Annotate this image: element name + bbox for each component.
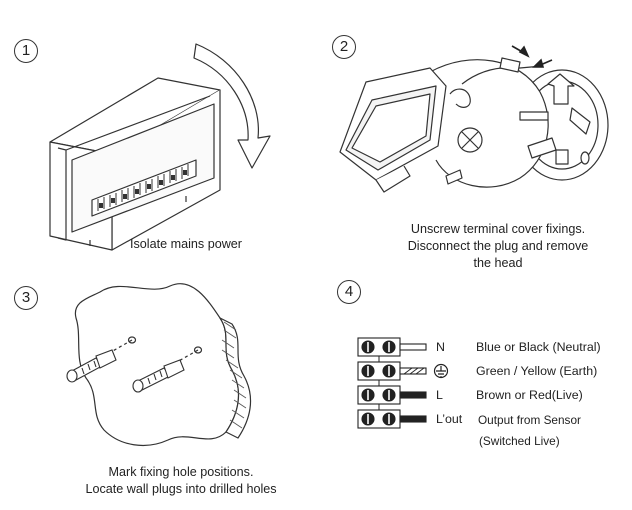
terminal-desc-live: Brown or Red(Live) [476,388,583,402]
terminal-desc-earth: Green / Yellow (Earth) [476,364,598,378]
step-3-caption: Mark fixing hole positions. Locate wall … [56,464,306,498]
wall-illustration [74,283,252,447]
switch-off-arrow-icon [193,43,271,169]
step-number-2: 2 [332,35,356,59]
terminal-desc-lout: Output from Sensor [478,413,581,427]
caption-line: Disconnect the plug and remove [407,239,589,253]
earth-symbol-icon [433,363,449,379]
step-number-3: 3 [14,286,38,310]
terminal-block [357,337,427,429]
terminal-label-lout: L’out [436,412,463,426]
caption-line: Locate wall plugs into drilled holes [85,482,277,496]
wall-plug-and-screw-icon [66,349,185,393]
disconnect-arrows-icon [511,45,553,68]
step-number-1: 1 [14,39,38,63]
caption-line: the head [473,256,523,270]
caption-line: Mark fixing hole positions. [108,465,254,479]
terminal-label-neutral: N [436,340,445,354]
terminal-label-live: L [436,388,443,402]
consumer-unit-illustration [49,77,221,251]
caption-line: Unscrew terminal cover fixings. [410,222,586,236]
terminal-desc-neutral: Blue or Black (Neutral) [476,340,601,354]
caption-line: Isolate mains power [130,237,242,251]
step-2-caption: Unscrew terminal cover fixings. Disconne… [378,221,618,272]
terminal-desc-lout-line2: (Switched Live) [479,434,560,448]
step-1-caption: Isolate mains power [130,236,290,253]
sensor-head-illustration [339,57,609,193]
step-number-4: 4 [337,280,361,304]
